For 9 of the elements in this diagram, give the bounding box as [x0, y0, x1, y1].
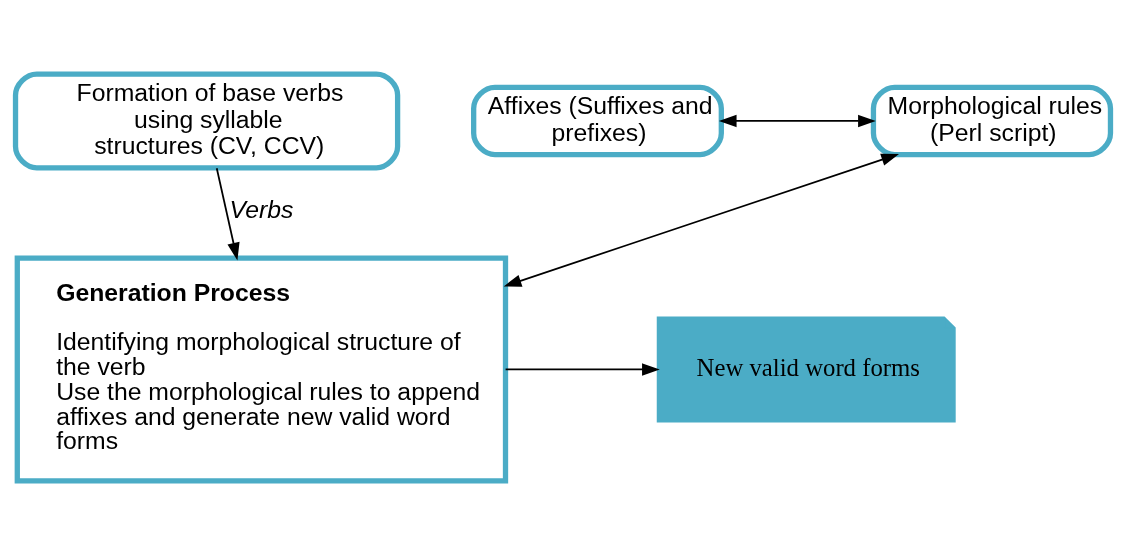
- arrow: [503, 153, 899, 287]
- arrow: [718, 114, 876, 127]
- node-box: Generation Process Identifying morphological structure of the verb Use the morphological rules to append affixes and generate new valid word forms: [14, 254, 509, 484]
- edge-label: Verbs: [229, 195, 294, 223]
- node-box: Morphological rules (Perl script): [870, 84, 1114, 157]
- node-box: Affixes (Suffixes and prefixes): [471, 84, 724, 157]
- arrow: [215, 166, 240, 260]
- arrow: [504, 362, 660, 376]
- node-box: Formation of base verbs using syllable structures (CV, CCV): [12, 70, 401, 170]
